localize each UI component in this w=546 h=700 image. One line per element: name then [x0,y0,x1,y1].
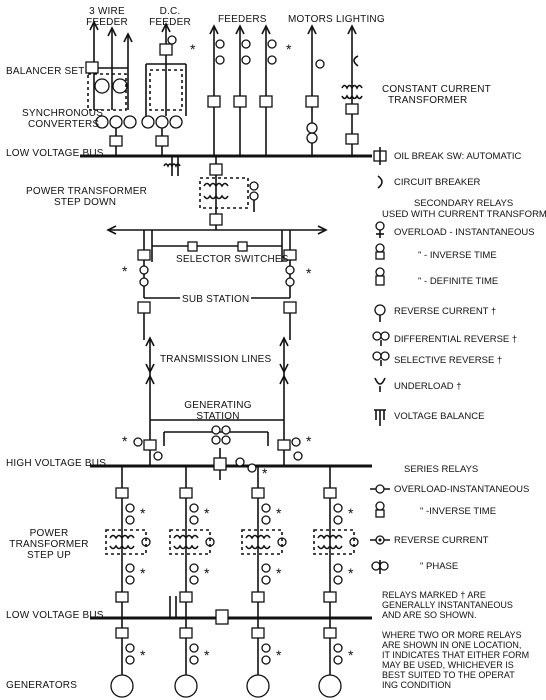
star-mark: * [348,505,354,521]
label-feeders: FEEDERS [218,14,267,25]
generator-1 [110,618,135,698]
step-up-unit-1 [105,466,151,618]
lighting-line [341,24,363,156]
label-lighting: LIGHTING [336,14,385,25]
star-mark: * [140,505,146,521]
star-mark: * [140,647,146,663]
label-step-up: STEP UP [26,550,71,561]
legend-reverse-current: REVERSE CURRENT † [394,306,497,317]
label-low-voltage-bus-bottom: LOW VOLTAGE BUS [6,610,104,621]
balancer-set [87,73,128,111]
legend-series-reverse: REVERSE CURRENT [394,535,489,546]
legend-selective-reverse: SELECTIVE REVERSE † [394,355,503,366]
label-selector-switches: SELECTOR SWITCHES [176,254,289,265]
legend-inverse-time: " - INVERSE TIME [418,250,497,261]
legend-series-phase: " PHASE [420,561,459,572]
label-generators: GENERATORS [6,680,78,691]
star-note-line-6: ING CONDITION [382,680,451,690]
label-step-down: STEP DOWN [54,197,117,208]
dagger-note-line-3: AND ARE SO SHOWN. [382,610,477,620]
star-mark: * [286,41,292,57]
label-high-voltage-bus: HIGH VOLTAGE BUS [6,458,107,469]
star-mark: * [348,647,354,663]
bus-tie [169,596,229,625]
star-note-line-4: MAY BE USED, WHICHEVER IS [382,660,514,670]
label-constant-current: CONSTANT CURRENT [382,84,491,95]
generating-station [133,419,303,480]
label-3-wire: 3 WIRE [89,6,125,17]
dc-feeder-lines [145,22,187,116]
legend-secondary-heading-1: SECONDARY RELAYS [414,198,514,209]
legend-series-heading: SERIES RELAYS [404,464,479,475]
label-power-transformer-down: POWER TRANSFORMER [26,186,147,197]
star-mark: * [204,647,210,663]
label-synchronous: SYNCHRONOUS [22,108,104,119]
step-up-unit-2 [169,466,215,618]
synchronous-converters [95,115,183,156]
feeders-lines [207,24,277,156]
star-mark: * [262,465,268,481]
label-station: STATION [196,411,240,422]
star-mark: * [204,505,210,521]
legend-symbols [370,147,390,574]
label-constant-current-transformer: TRANSFORMER [388,95,468,106]
transmission-lines [145,336,289,420]
star-mark: * [306,433,312,449]
star-mark: * [306,265,312,281]
label-power: POWER [29,528,69,539]
star-note-line-1: WHERE TWO OR MORE RELAYS [382,630,522,640]
step-up-unit-3 [241,466,287,618]
star-note-line-2: ARE SHOWN IN ONE LOCATION, [382,640,522,650]
step-down-transformer [163,156,259,230]
legend-series-overload: OVERLOAD-INSTANTANEOUS [394,484,530,495]
dagger-note-line-2: GENERALLY INSTANTANEOUS [382,600,513,610]
label-converters: CONVERTERS [28,119,100,130]
star-mark: * [204,565,210,581]
motors-line [305,24,325,156]
legend-series-inverse: " -INVERSE TIME [420,506,497,517]
label-transformer: TRANSFORMER [9,539,89,550]
label-sub-station: SUB STATION [180,294,252,305]
star-mark: * [276,565,282,581]
generator-3 [246,618,271,698]
legend-underload: UNDERLOAD † [394,381,462,392]
star-mark: * [122,263,128,279]
legend-differential-reverse: DIFFERENTIAL REVERSE † [394,334,518,345]
label-3-wire-feeder: FEEDER [86,17,128,28]
label-balancer-set: BALANCER SET [6,66,85,77]
three-wire-feeder-lines [85,20,133,110]
label-generating: GENERATING [184,400,252,411]
label-dc-feeder: FEEDER [149,17,191,28]
legend-overload-instantaneous: OVERLOAD - INSTANTANEOUS [394,227,535,238]
star-mark: * [190,41,196,57]
star-note-line-5: BEST SUITED TO THE OPERAT [382,670,515,680]
legend-voltage-balance: VOLTAGE BALANCE [394,411,485,422]
selector-switches [106,225,328,298]
label-transmission-lines: TRANSMISSION LINES [160,354,272,365]
label-dc: D.C. [159,6,181,17]
star-mark: * [140,565,146,581]
step-up-unit-4 [313,466,359,618]
legend-circuit-breaker: CIRCUIT BREAKER [394,177,481,188]
generator-2 [174,618,199,698]
star-mark: * [276,505,282,521]
label-motors: MOTORS [288,14,333,25]
star-mark: * [122,433,128,449]
generator-4 [318,618,343,698]
star-mark: * [276,647,282,663]
label-low-voltage-bus-top: LOW VOLTAGE BUS [6,148,104,159]
star-note-line-3: IT INDICATES THAT EITHER FORM [382,650,530,660]
legend-definite-time: " - DEFINITE TIME [418,276,499,287]
star-mark: * [348,565,354,581]
dagger-note-line-1: RELAYS MARKED † ARE [382,590,486,600]
legend-oil-break: OIL BREAK SW: AUTOMATIC [394,151,522,162]
